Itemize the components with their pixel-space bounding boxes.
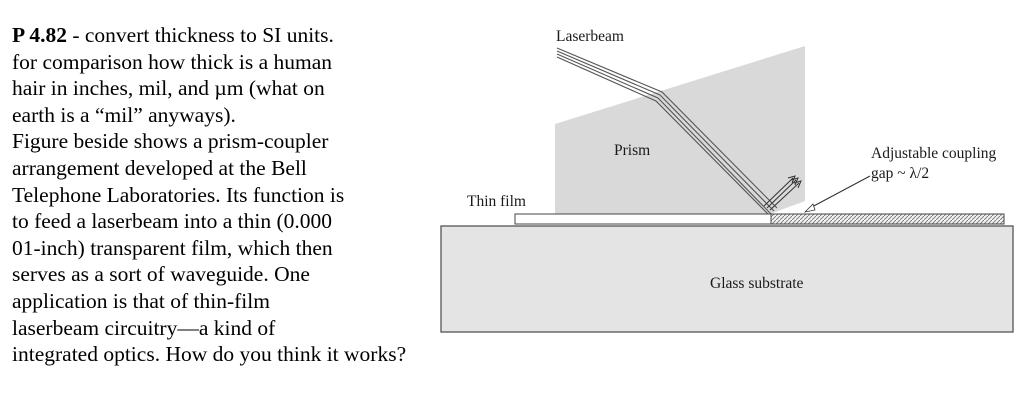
problem-line-text: - convert thickness to SI units. <box>66 23 334 47</box>
problem-line: serves as a sort of waveguide. One <box>12 262 310 287</box>
thin-film-label: Thin film <box>467 193 526 210</box>
problem-line: 01-inch) transparent film, which then <box>12 235 333 260</box>
coupling-gap <box>770 213 1005 225</box>
problem-text: P 4.82 - convert thickness to SI units. … <box>12 22 482 368</box>
laserbeam-rays <box>556 47 778 215</box>
reflected-rays <box>763 175 802 211</box>
problem-line: earth is a “mil” anyways). <box>12 102 236 127</box>
problem-line: laserbeam circuitry—a kind of <box>12 315 276 340</box>
glass-substrate <box>440 225 1014 333</box>
coupling-gap-label-line2: gap ~ λ/2 <box>871 165 929 182</box>
problem-line: integrated optics. How do you think it w… <box>12 342 407 367</box>
thin-film <box>514 213 772 225</box>
gap-leader-arrow <box>803 203 816 213</box>
problem-number: P 4.82 <box>12 23 67 47</box>
problem-line: hair in inches, mil, and µm (what on <box>12 76 325 101</box>
problem-line: Figure beside shows a prism-coupler <box>12 129 329 154</box>
prism-label: Prism <box>614 142 650 159</box>
problem-line: application is that of thin-film <box>12 288 270 313</box>
problem-line-1: P 4.82 - convert thickness to SI units. <box>12 22 482 49</box>
glass-substrate-label: Glass substrate <box>710 275 804 292</box>
coupling-gap-label-line1: Adjustable coupling <box>871 145 997 162</box>
prism <box>555 46 805 214</box>
gap-leader-line <box>809 175 871 209</box>
problem-line: arrangement developed at the Bell <box>12 155 307 180</box>
problem-line: to feed a laserbeam into a thin (0.000 <box>12 209 333 234</box>
problem-line: for comparison how thick is a human <box>12 49 333 74</box>
laserbeam-label: Laserbeam <box>556 28 624 45</box>
problem-line: Telephone Laboratories. Its function is <box>12 182 345 207</box>
